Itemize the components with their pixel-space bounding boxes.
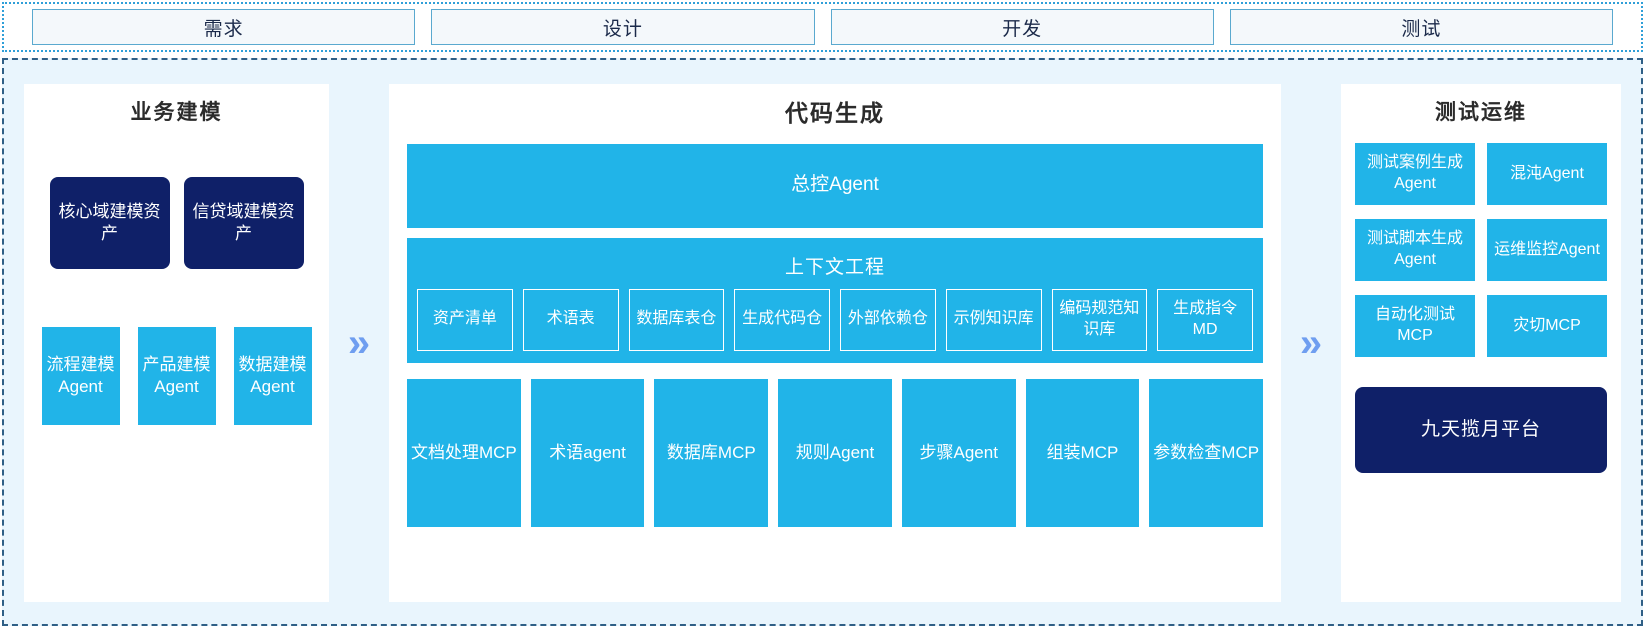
chevron-glyph: » (1299, 321, 1323, 365)
chaos-agent[interactable]: 混沌Agent (1487, 143, 1607, 206)
asset-label: 核心域建模资产 (58, 202, 161, 244)
context-engineering-items: 资产清单 术语表 数据库表仓 生成代码仓 外部依赖仓 示例知 (417, 288, 1253, 351)
agent-product-modeling[interactable]: 产品建模Agent (137, 327, 216, 426)
context-item-asset-inventory[interactable]: 资产清单 (417, 288, 513, 351)
agent-data-modeling[interactable]: 数据建模Agent (233, 327, 312, 426)
tool-label: 步骤Agent (919, 442, 998, 462)
business-assets-group: 核心域建模资产 信贷域建模资产 (38, 177, 315, 270)
agent-label: 流程建模Agent (46, 355, 115, 397)
tool-label: 文档处理MCP (410, 442, 517, 462)
automated-test-mcp[interactable]: 自动化测试MCP (1355, 295, 1475, 358)
control-agent-block[interactable]: 总控Agent (407, 143, 1263, 228)
context-item-label: 生成指令MD (1173, 300, 1238, 338)
context-item-label: 编码规范知识库 (1059, 300, 1140, 338)
double-chevron-right-icon-2: » (1281, 84, 1341, 602)
phase-box-design[interactable]: 设计 (431, 9, 815, 45)
panel-business-modeling: 业务建模 核心域建模资产 信贷域建模资产 流程建模Agent 产品建模Agent… (24, 84, 329, 602)
context-item-example-knowledge-base[interactable]: 示例知识库 (945, 288, 1042, 351)
tool-label: 术语agent (549, 442, 626, 462)
disaster-switch-mcp[interactable]: 灾切MCP (1487, 295, 1607, 358)
context-engineering-title: 上下文工程 (784, 256, 885, 278)
tool-glossary-agent[interactable]: 术语agent (530, 378, 645, 527)
context-item-generation-instruction-md[interactable]: 生成指令MD (1157, 288, 1253, 351)
jiutian-lanyue-platform[interactable]: 九天揽月平台 (1355, 387, 1607, 474)
phase-box-requirements[interactable]: 需求 (32, 9, 416, 45)
tool-database-mcp[interactable]: 数据库MCP (654, 378, 769, 527)
context-item-external-dependency-repo[interactable]: 外部依赖仓 (840, 288, 936, 351)
asset-label: 信贷域建模资产 (192, 202, 295, 244)
phase-box-development[interactable]: 开发 (830, 9, 1214, 45)
test-case-generation-agent[interactable]: 测试案例生成Agent (1355, 143, 1475, 206)
chevron-glyph: » (347, 321, 371, 365)
asset-core-domain[interactable]: 核心域建模资产 (49, 177, 170, 270)
panel-code-generation: 代码生成 总控Agent 上下文工程 资产清单 术语表 数据库表仓 (389, 84, 1281, 602)
panel-title-code-generation: 代码生成 (785, 100, 885, 126)
phase-box-testing[interactable]: 测试 (1229, 9, 1613, 45)
tool-label: 参数检查MCP (1153, 442, 1260, 462)
tool-label: 规则Agent (795, 442, 875, 462)
tool-label: 数据库MCP (666, 442, 756, 462)
context-item-label: 外部依赖仓 (847, 310, 928, 328)
context-item-coding-standard-knowledge-base[interactable]: 编码规范知识库 (1051, 288, 1148, 351)
tool-parameter-check-mcp[interactable]: 参数检查MCP (1149, 378, 1264, 527)
context-item-label: 示例知识库 (953, 310, 1034, 328)
context-item-label: 术语表 (546, 310, 595, 328)
stage-container: 业务建模 核心域建模资产 信贷域建模资产 流程建模Agent 产品建模Agent… (2, 58, 1643, 626)
code-generation-tools: 文档处理MCP 术语agent 数据库MCP 规则Agent 步骤Agent 组… (407, 378, 1264, 588)
tool-rule-agent[interactable]: 规则Agent (778, 378, 892, 527)
phase-label: 开发 (1002, 18, 1043, 40)
platform-label: 九天揽月平台 (1420, 419, 1541, 441)
panel-title-business-modeling: 业务建模 (130, 101, 223, 124)
test-ops-grid: 测试案例生成Agent 混沌Agent 测试脚本生成Agent 运维监控Agen… (1355, 143, 1607, 358)
tool-assembly-mcp[interactable]: 组装MCP (1025, 378, 1140, 527)
item-label: 测试案例生成Agent (1366, 154, 1463, 193)
context-engineering-block: 上下文工程 资产清单 术语表 数据库表仓 生成代码仓 外部依赖仓 (407, 237, 1263, 363)
test-script-generation-agent[interactable]: 测试脚本生成Agent (1355, 219, 1475, 282)
panel-title-test-ops: 测试运维 (1435, 101, 1527, 124)
item-label: 运维监控Agent (1494, 240, 1600, 258)
control-agent-label: 总控Agent (791, 174, 879, 196)
tool-label: 组装MCP (1046, 442, 1119, 462)
double-chevron-right-icon-1: » (329, 84, 389, 602)
panel-test-ops: 测试运维 测试案例生成Agent 混沌Agent 测试脚本生成Agent 运维监… (1341, 84, 1621, 602)
context-item-glossary[interactable]: 术语表 (522, 288, 619, 351)
asset-credit-domain[interactable]: 信贷域建模资产 (183, 177, 304, 270)
agent-label: 产品建模Agent (142, 355, 211, 397)
context-item-db-table-repo[interactable]: 数据库表仓 (628, 288, 725, 351)
agent-label: 数据建模Agent (238, 355, 307, 397)
tool-document-processing-mcp[interactable]: 文档处理MCP (407, 378, 521, 527)
tool-step-agent[interactable]: 步骤Agent (901, 378, 1016, 527)
context-item-label: 资产清单 (432, 310, 497, 328)
phase-strip: 需求 设计 开发 测试 (2, 2, 1643, 52)
platform-group: 九天揽月平台 (1355, 387, 1607, 474)
phase-label: 需求 (203, 18, 244, 40)
context-item-label: 生成代码仓 (742, 310, 823, 328)
item-label: 混沌Agent (1510, 164, 1584, 182)
item-label: 灾切MCP (1513, 316, 1581, 334)
context-item-generated-code-repo[interactable]: 生成代码仓 (734, 288, 830, 351)
business-agents-group: 流程建模Agent 产品建模Agent 数据建模Agent (38, 327, 315, 426)
item-label: 测试脚本生成Agent (1366, 230, 1463, 269)
phase-label: 测试 (1401, 18, 1442, 40)
agent-process-modeling[interactable]: 流程建模Agent (41, 327, 120, 426)
ops-monitoring-agent[interactable]: 运维监控Agent (1487, 219, 1607, 282)
item-label: 自动化测试MCP (1374, 306, 1455, 345)
context-item-label: 数据库表仓 (636, 310, 717, 328)
phase-label: 设计 (602, 18, 643, 40)
